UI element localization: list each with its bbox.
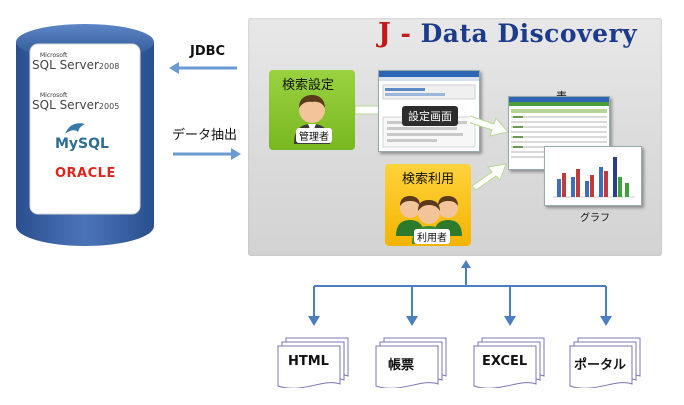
title-main: Data Discovery [420,19,638,48]
oracle-logo: ORACLE [55,166,116,181]
title-j: J [378,18,392,49]
user-to-graph-arrow-icon [471,163,507,191]
product-title: J - Data Discovery [378,18,678,52]
database-cylinder-graphic [16,24,154,246]
graph-screen-mockup [544,146,642,206]
sql-server-2005-name: SQL Server [32,98,99,112]
data-extraction-label: データ抽出 [172,128,238,143]
extraction-arrow-icon [173,148,241,160]
output-report: 帳票 [374,336,452,392]
jdbc-label: JDBC [190,44,226,59]
dolphin-icon [65,123,85,134]
sql-server-2005-small: Microsoft [40,92,68,99]
output-html-label: HTML [288,354,329,369]
admin-tag: 管理者 [296,128,332,143]
output-portal: ポータル [568,336,646,392]
graph-label: グラフ [580,213,610,224]
sql-server-2005-logo: Microsoft SQL Server2005 [32,92,132,112]
sql-server-2008-name: SQL Server [32,58,99,72]
settings-screen-mockup [378,70,480,152]
settings-to-table-arrow-icon [470,115,509,137]
sql-server-2008-logo: Microsoft SQL Server2008 [32,52,132,72]
search-settings-label: 検索設定 [282,78,335,93]
database-cylinder [10,22,160,252]
mysql-text: MySQL [55,136,109,152]
output-html: HTML [276,336,354,392]
output-distribution-arrows-icon [308,260,612,326]
mysql-logo: MySQL [55,123,109,152]
title-dash: - [391,19,421,48]
document-stack-icon [375,337,447,389]
document-stack-icon [277,337,349,389]
document-stack-icon [569,337,641,389]
sql-server-2008-small: Microsoft [40,52,68,59]
bar-chart-icon [545,147,641,205]
output-report-label: 帳票 [388,358,415,373]
search-use-label: 検索利用 [402,172,455,187]
output-portal-label: ポータル [574,358,627,373]
user-tag: 利用者 [414,229,450,244]
settings-screen-tag: 設定画面 [402,106,458,126]
document-stack-icon [473,337,545,389]
jdbc-arrow-icon [169,62,237,74]
sql-server-2005-version: 2005 [98,102,120,111]
output-excel-label: EXCEL [482,354,528,369]
output-excel: EXCEL [472,336,550,392]
sql-server-2008-version: 2008 [98,62,120,71]
